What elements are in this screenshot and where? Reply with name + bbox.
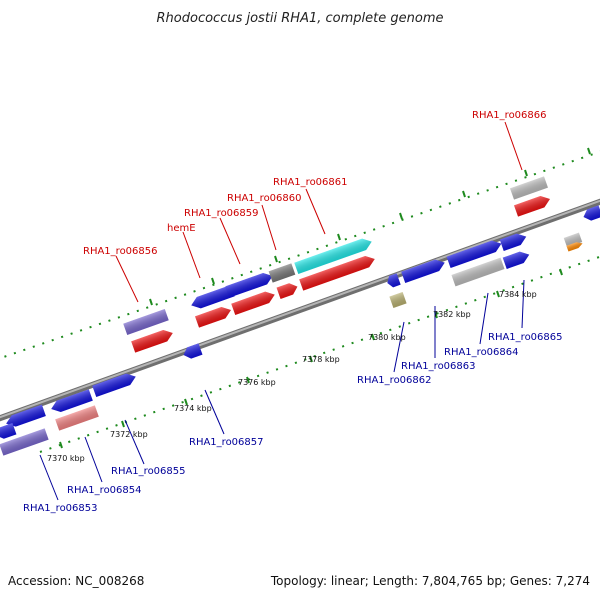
- map-title: Rhodococcus jostii RHA1, complete genome: [157, 11, 444, 26]
- scale-label-7380: 7380 kbp: [368, 333, 406, 342]
- scale-label-7378: 7378 kbp: [302, 355, 340, 364]
- gene-label-ro06854[interactable]: RHA1_ro06854: [67, 485, 142, 496]
- genome-backbone: [0, 198, 600, 422]
- gene-left-edge-shade: [0, 423, 17, 439]
- gene-ro06860-fwd-shade: [276, 283, 298, 299]
- gene-label-ro06856[interactable]: RHA1_ro06856: [83, 246, 158, 257]
- gene-left-2[interactable]: [49, 389, 93, 414]
- gene-left-3-shade: [92, 373, 136, 397]
- gene-ro06853[interactable]: [0, 428, 49, 456]
- gene-label-ro06866[interactable]: RHA1_ro06866: [472, 110, 547, 121]
- scale-label-7376: 7376 kbp: [238, 378, 276, 387]
- gene-ro06856-block-shade: [123, 309, 169, 335]
- gene-ro06857-a-shade: [183, 343, 203, 359]
- gene-hemE-block-shade: [191, 285, 235, 309]
- gene-ro06859-fwd-shade: [231, 291, 275, 315]
- gene-ro06861-fwd[interactable]: [299, 253, 377, 291]
- gene-ro06862-a-shade: [387, 273, 401, 288]
- gene-ro06864-b[interactable]: [451, 257, 505, 287]
- gene-label-ro06857[interactable]: RHA1_ro06857: [189, 437, 264, 448]
- gene-ro06861-block-shade: [294, 238, 372, 275]
- gene-ro06865-b-shade: [502, 251, 530, 269]
- major-ticks-upper: [149, 147, 591, 306]
- gene-ro06860-block-shade: [268, 263, 296, 283]
- gene-ro06864-a[interactable]: [446, 238, 504, 269]
- gene-ro06856-block[interactable]: [123, 309, 169, 335]
- scale-label-7374: 7374 kbp: [174, 404, 212, 413]
- gene-label-ro06864[interactable]: RHA1_ro06864: [444, 347, 519, 358]
- gene-ro06854[interactable]: [55, 405, 99, 431]
- gene-label-ro06853[interactable]: RHA1_ro06853: [23, 503, 98, 514]
- scale-label-7384: 7384 kbp: [499, 290, 537, 299]
- gene-left-edge[interactable]: [0, 423, 17, 441]
- gene-edge-right-a[interactable]: [582, 205, 600, 222]
- scale-label-7370: 7370 kbp: [47, 454, 85, 463]
- gene-ro06857-a[interactable]: [182, 343, 203, 360]
- gene-right-grey-shade: [563, 232, 583, 248]
- gene-label-ro06862[interactable]: RHA1_ro06862: [357, 375, 432, 386]
- gene-label-ro06855[interactable]: RHA1_ro06855: [111, 466, 186, 477]
- gene-right-orange[interactable]: [566, 241, 583, 252]
- gene-label-ro06865[interactable]: RHA1_ro06865: [488, 332, 563, 343]
- gene-ro06864-b-shade: [451, 257, 505, 287]
- gene-ro06862-a[interactable]: [385, 273, 401, 288]
- gene-right-grey[interactable]: [563, 232, 583, 248]
- gene-label-ro06861[interactable]: RHA1_ro06861: [273, 177, 348, 188]
- gene-ro06864-a-shade: [446, 240, 502, 269]
- gene-left-1-shade: [6, 404, 46, 427]
- genome-summary-text: Topology: linear; Length: 7,804,765 bp; …: [270, 574, 590, 588]
- gene-ro06866-fwd-shade: [514, 196, 550, 217]
- gene-ro06860-fwd[interactable]: [276, 281, 300, 299]
- major-ticks-lower: [59, 268, 563, 449]
- gene-ro06860-block[interactable]: [268, 263, 296, 283]
- gene-edge-right-a-shade: [583, 205, 600, 221]
- gene-left-2-shade: [51, 389, 93, 412]
- gene-ro06862-b[interactable]: [389, 292, 407, 308]
- gene-ro06854-shade: [55, 405, 99, 431]
- scale-label-7382: 7382 kbp: [433, 310, 471, 319]
- gene-ro06863-a[interactable]: [401, 257, 446, 283]
- label-leaders: [39, 121, 525, 501]
- gene-hemE-fwd-shade: [195, 307, 231, 328]
- gene-ro06859-block[interactable]: [225, 270, 274, 298]
- gene-left-3[interactable]: [92, 371, 137, 397]
- gene-ro06853-shade: [0, 428, 49, 456]
- gene-right-orange-shade: [566, 242, 583, 252]
- gene-ro06859-block-shade: [225, 273, 273, 298]
- gene-label-ro06860[interactable]: RHA1_ro06860: [227, 193, 302, 204]
- gene-ro06859-fwd[interactable]: [231, 289, 276, 315]
- gene-ro06865-a[interactable]: [499, 231, 529, 251]
- scale-label-7372: 7372 kbp: [110, 430, 148, 439]
- gene-ro06866-block[interactable]: [510, 176, 548, 200]
- gene-ro06861-block[interactable]: [294, 236, 373, 275]
- gene-ro06862-b-shade: [389, 292, 407, 308]
- gene-ro06865-a-shade: [499, 233, 527, 251]
- gene-label-ro06859[interactable]: RHA1_ro06859: [184, 208, 259, 219]
- gene-left-1[interactable]: [4, 404, 46, 430]
- gene-ro06863-a-shade: [401, 259, 445, 283]
- gene-hemE-block[interactable]: [189, 285, 235, 311]
- gene-ro06856-fwd-shade: [131, 330, 173, 353]
- gene-label-hemE[interactable]: hemE: [167, 223, 196, 234]
- gene-ro06866-fwd[interactable]: [514, 193, 552, 217]
- gene-ro06866-block-shade: [510, 176, 548, 200]
- gene-features: [0, 176, 600, 456]
- gene-label-ro06863[interactable]: RHA1_ro06863: [401, 361, 476, 372]
- gene-ro06865-b[interactable]: [502, 249, 532, 269]
- accession-text: Accession: NC_008268: [8, 574, 144, 588]
- gene-ro06856-fwd[interactable]: [131, 327, 175, 353]
- gene-ro06861-fwd-shade: [299, 255, 375, 291]
- gene-hemE-fwd[interactable]: [195, 304, 233, 328]
